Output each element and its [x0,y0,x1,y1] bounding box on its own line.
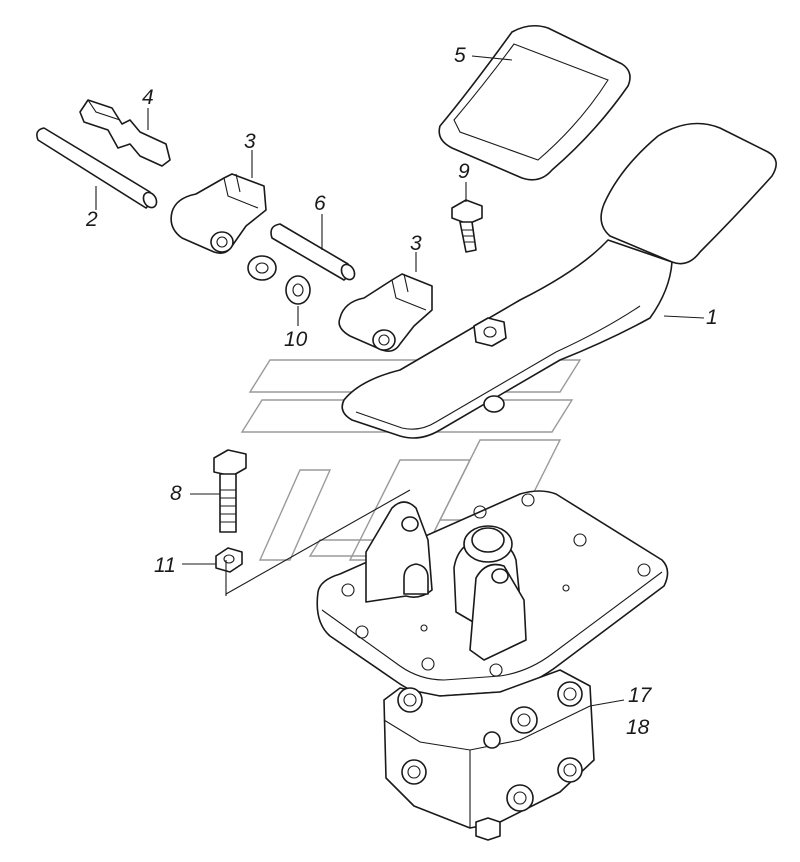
assembly-lines [225,489,411,596]
washer-upper [247,255,277,281]
part-2-pin [36,127,158,209]
leader-lines [95,55,705,707]
callout-3-lower: 3 [410,232,422,255]
callout-3-upper: 3 [244,130,256,153]
part-10-washer [285,275,311,305]
callout-1: 1 [706,306,718,329]
callout-6: 6 [314,192,326,215]
part-11-nut [215,547,243,573]
part-9-bolt [451,199,483,253]
callout-8: 8 [170,482,182,505]
callout-5: 5 [454,44,466,67]
part-3-bracket-lower [338,273,433,352]
part-5-pedal-pad [438,24,631,181]
callout-10: 10 [284,328,308,351]
part-8-bolt [213,449,247,533]
part-3-bracket-upper [170,173,267,254]
part-4-clip [79,99,171,167]
callout-4: 4 [142,86,154,109]
part-1-pedal-lever [341,122,777,439]
callout-9: 9 [458,160,470,183]
callout-11: 11 [154,554,176,577]
callout-2: 2 [85,208,98,231]
part-6-pin [270,223,356,281]
callout-18: 18 [626,716,650,739]
brake-valve-assembly [316,490,669,841]
callout-labels: 1 2 3 3 4 5 6 8 9 10 11 17 18 [85,44,718,739]
callout-17: 17 [628,684,653,707]
